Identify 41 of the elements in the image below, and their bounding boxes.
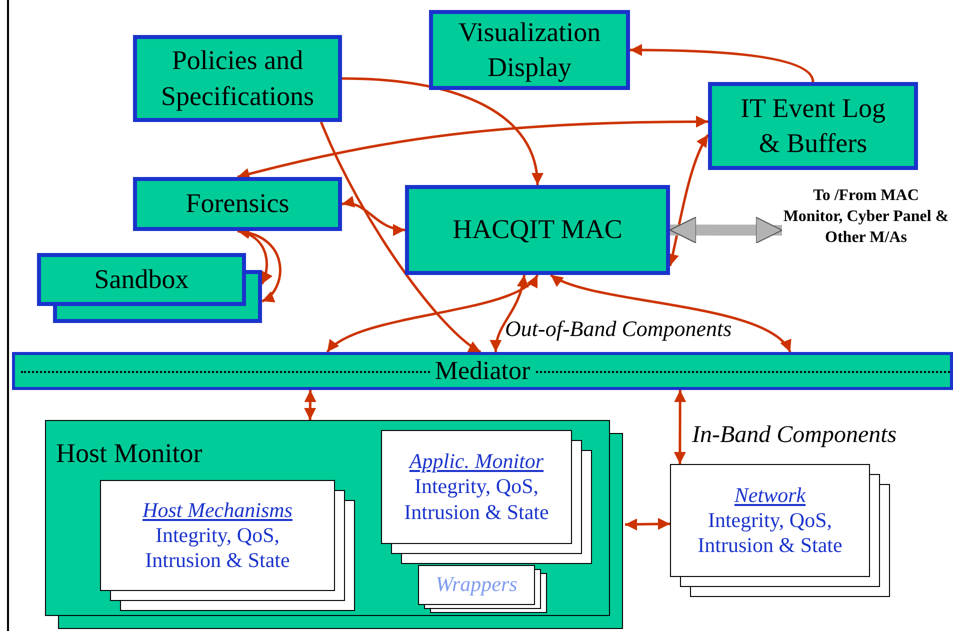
arrow bbox=[674, 390, 686, 464]
section-label: In-Band Components bbox=[692, 422, 897, 449]
card-title: Host Mechanisms bbox=[142, 498, 292, 523]
box-label: HACQIT MAC bbox=[452, 213, 622, 246]
stacked-boxes bbox=[37, 253, 262, 322]
stacked-cards bbox=[418, 565, 547, 613]
process-box bbox=[133, 35, 342, 122]
stacked-cards bbox=[100, 480, 355, 611]
arrow bbox=[237, 116, 708, 180]
mediator-bar bbox=[12, 352, 953, 390]
arrow bbox=[342, 77, 542, 186]
card-title: Wrappers bbox=[436, 572, 518, 598]
arrow bbox=[630, 44, 814, 82]
arrow bbox=[320, 122, 482, 354]
box-label: IT Event Log & Buffers bbox=[740, 92, 886, 160]
arrow bbox=[550, 274, 792, 353]
process-box bbox=[429, 10, 630, 90]
double-arrow bbox=[669, 216, 783, 244]
process-box bbox=[133, 177, 342, 231]
stacked-cards bbox=[670, 464, 890, 597]
card-title: Applic. Monitor bbox=[409, 449, 544, 474]
process-box bbox=[708, 82, 918, 170]
card-title: Network bbox=[734, 482, 806, 508]
box-label: Visualization Display bbox=[457, 16, 602, 84]
panel-title: Host Monitor bbox=[56, 438, 202, 469]
monitor-panel bbox=[45, 420, 625, 629]
box-label: Forensics bbox=[186, 187, 290, 220]
arrow bbox=[490, 274, 528, 352]
card-text: Integrity, QoS, Intrusion & State bbox=[403, 474, 550, 525]
card-text: Integrity, QoS, Intrusion & State bbox=[696, 508, 844, 558]
process-box bbox=[405, 185, 670, 275]
card-text: Integrity, QoS, Intrusion & State bbox=[144, 522, 291, 574]
arrow bbox=[342, 196, 406, 235]
arrow bbox=[304, 390, 316, 420]
stacked-cards bbox=[381, 430, 592, 564]
box-label: Sandbox bbox=[94, 262, 189, 296]
arrow bbox=[625, 518, 670, 530]
note-text: To /From MAC Monitor, Cyber Panel & Other M/As bbox=[782, 186, 950, 248]
arrow bbox=[326, 274, 538, 353]
box-label: Policies and Specifications bbox=[160, 44, 315, 113]
section-label: Out-of-Band Components bbox=[505, 316, 732, 342]
